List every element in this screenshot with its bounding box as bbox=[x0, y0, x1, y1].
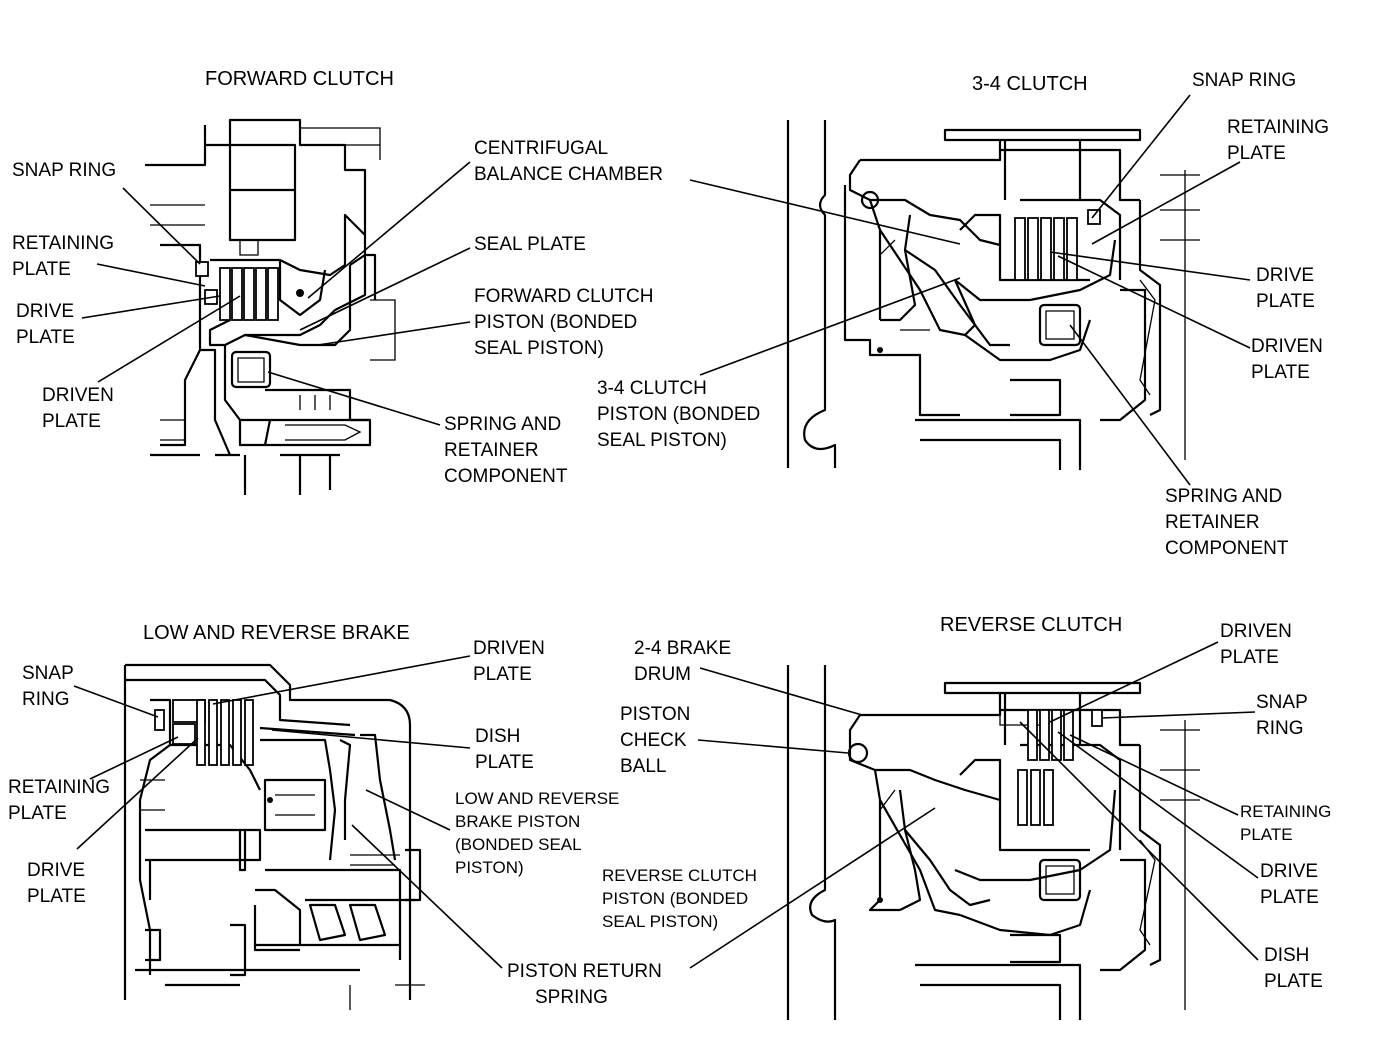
forward-clutch-drawing bbox=[145, 118, 396, 495]
clutch-3-4-leaders bbox=[689, 94, 1251, 486]
low-reverse-brake-title: LOW AND REVERSE BRAKE bbox=[143, 622, 410, 644]
clutch-3-4-title: 3-4 CLUTCH bbox=[972, 73, 1088, 95]
forward-seal-plate-label: SEAL PLATE bbox=[474, 234, 586, 255]
reverse-clutch-section: REVERSE CLUTCH bbox=[602, 614, 1331, 1020]
low-reverse-brake-leaders bbox=[73, 655, 503, 969]
forward-clutch-title: FORWARD CLUTCH bbox=[205, 68, 394, 90]
forward-clutch-section: FORWARD CLUTCH bbox=[12, 68, 663, 495]
reverse-clutch-title: REVERSE CLUTCH bbox=[940, 614, 1122, 636]
low-reverse-brake-drawing bbox=[123, 663, 425, 1010]
clutch-3-4-drawing bbox=[786, 120, 1200, 470]
reverse-clutch-leaders bbox=[689, 641, 1259, 969]
clutch-3-4-section: 3-4 CLUTCH bbox=[597, 70, 1329, 559]
clutch-3-4-snap-ring-label: SNAP RING bbox=[1192, 70, 1296, 91]
low-reverse-brake-section: LOW AND REVERSE BRAKE bbox=[8, 622, 662, 1010]
reverse-clutch-drawing bbox=[786, 665, 1200, 1020]
forward-clutch-leaders bbox=[81, 161, 471, 426]
forward-snap-ring-label: SNAP RING bbox=[12, 160, 116, 181]
